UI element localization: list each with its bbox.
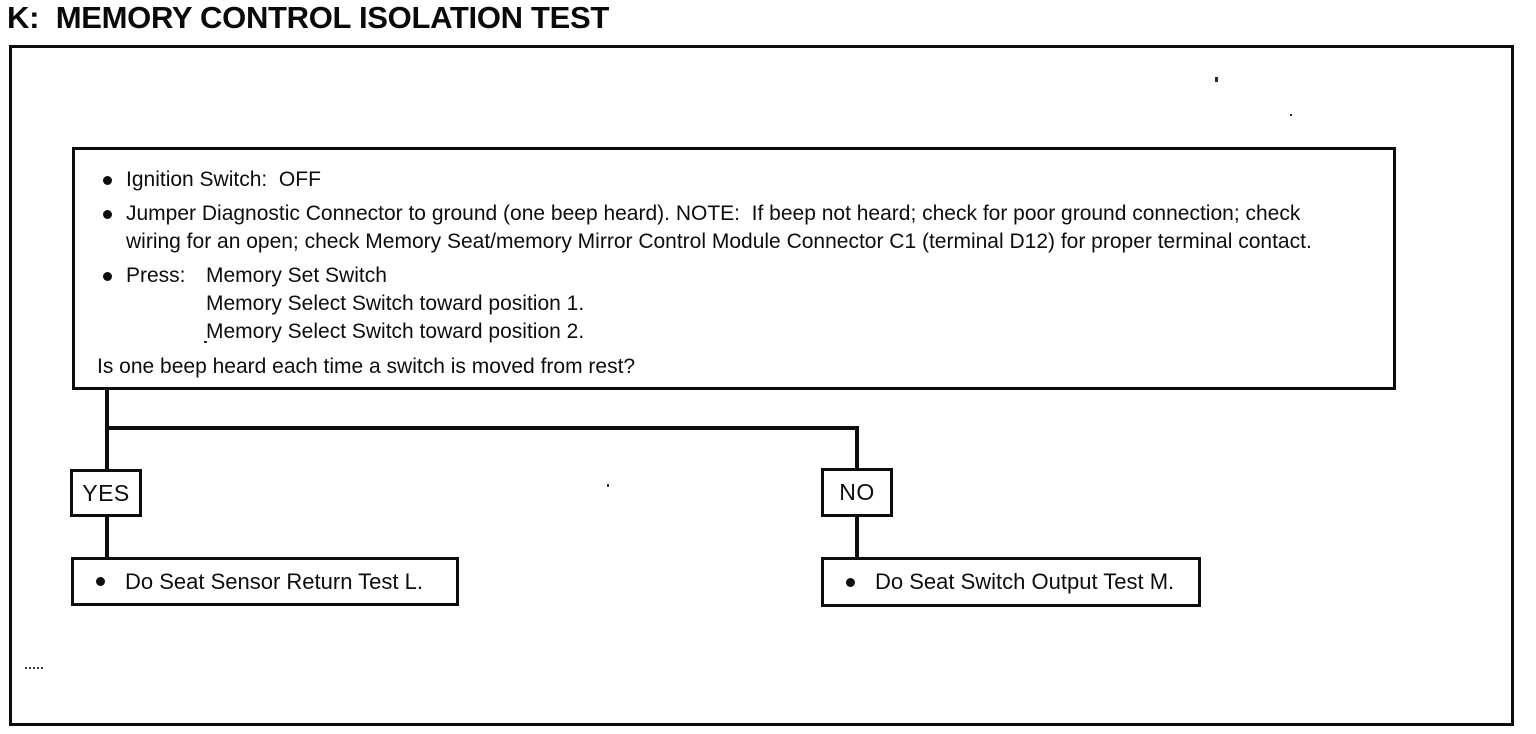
flow-line-branch-horizontal [105,426,859,430]
instruction-bullet-ignition: Ignition Switch: OFF [75,166,1393,194]
no-result-text: Do Seat Switch Output Test M. [875,569,1175,594]
scan-artifact [607,484,609,487]
instruction-text: wiring for an open; check Memory Seat/me… [126,230,1312,253]
yes-label-box: YES [70,469,142,517]
yes-result-box: Do Seat Sensor Return Test L. [71,557,459,606]
flow-line-no-drop [855,426,859,470]
flow-line-yes-to-result [105,515,109,559]
bullet-icon [103,272,112,281]
instruction-box: Ignition Switch: OFF Jumper Diagnostic C… [72,147,1396,390]
no-label: NO [839,479,875,505]
bullet-icon [846,577,855,587]
decision-question: Is one beep heard each time a switch is … [97,355,636,378]
instruction-bullet-jumper: Jumper Diagnostic Connector to ground (o… [75,200,1393,256]
no-result-box: Do Seat Switch Output Test M. [821,557,1201,607]
bullet-icon [96,577,105,586]
yes-label: YES [82,479,130,506]
bullet-icon [103,210,112,219]
bullet-icon [103,176,112,185]
page-title: K: MEMORY CONTROL ISOLATION TEST [7,0,610,35]
scan-artifact [204,341,207,343]
no-label-box: NO [821,468,893,517]
scan-artifact [1215,77,1218,82]
press-label: Press: [126,264,186,287]
scan-artifact [1290,114,1292,116]
scan-artifact [25,667,43,672]
instruction-text: Memory Select Switch toward position 2. [206,320,585,343]
instruction-text: Ignition Switch: OFF [126,168,321,191]
instruction-text: Memory Set Switch [206,264,387,287]
instruction-text: Jumper Diagnostic Connector to ground (o… [126,202,1301,225]
instruction-bullet-press: Press: Memory Set Switch Memory Select S… [75,262,1393,346]
yes-result-text: Do Seat Sensor Return Test L. [125,568,423,594]
instruction-text: Memory Select Switch toward position 1. [206,292,585,315]
flow-line-no-to-result [855,515,859,559]
